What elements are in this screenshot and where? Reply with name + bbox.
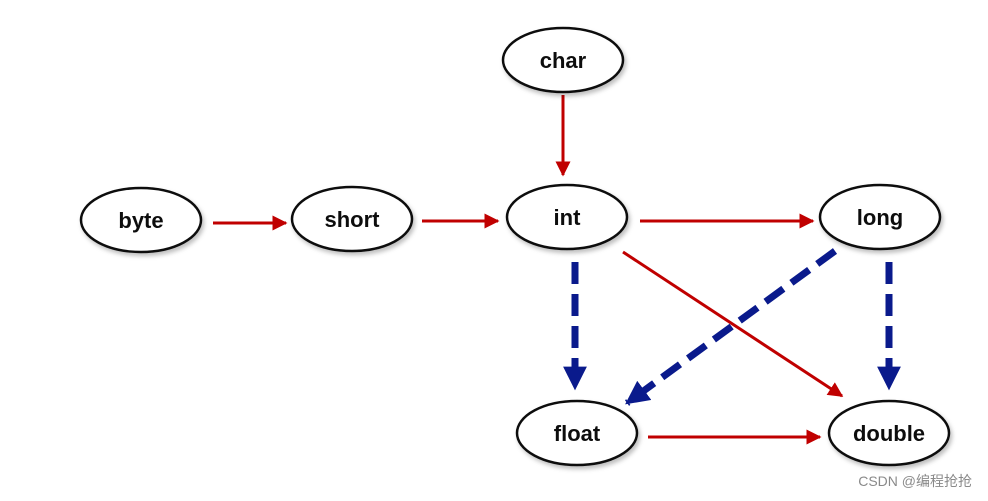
node-long: long [818,183,942,251]
node-double: double [827,399,951,467]
node-label-float: float [554,421,601,446]
nodes-group: char byte short int long float double [79,26,951,467]
node-label-double: double [853,421,925,446]
edge-long-float [624,248,838,406]
edges-group [213,95,901,445]
node-label-char: char [540,48,587,73]
watermark: CSDN @编程抢抢 [858,473,972,489]
node-char: char [501,26,625,94]
edge-int-double [622,250,844,398]
node-int: int [505,183,629,251]
node-label-int: int [554,205,582,230]
node-label-byte: byte [118,208,163,233]
node-float: float [515,399,639,467]
node-byte: byte [79,186,203,254]
node-label-long: long [857,205,903,230]
node-short: short [290,185,414,253]
node-label-short: short [325,207,381,232]
